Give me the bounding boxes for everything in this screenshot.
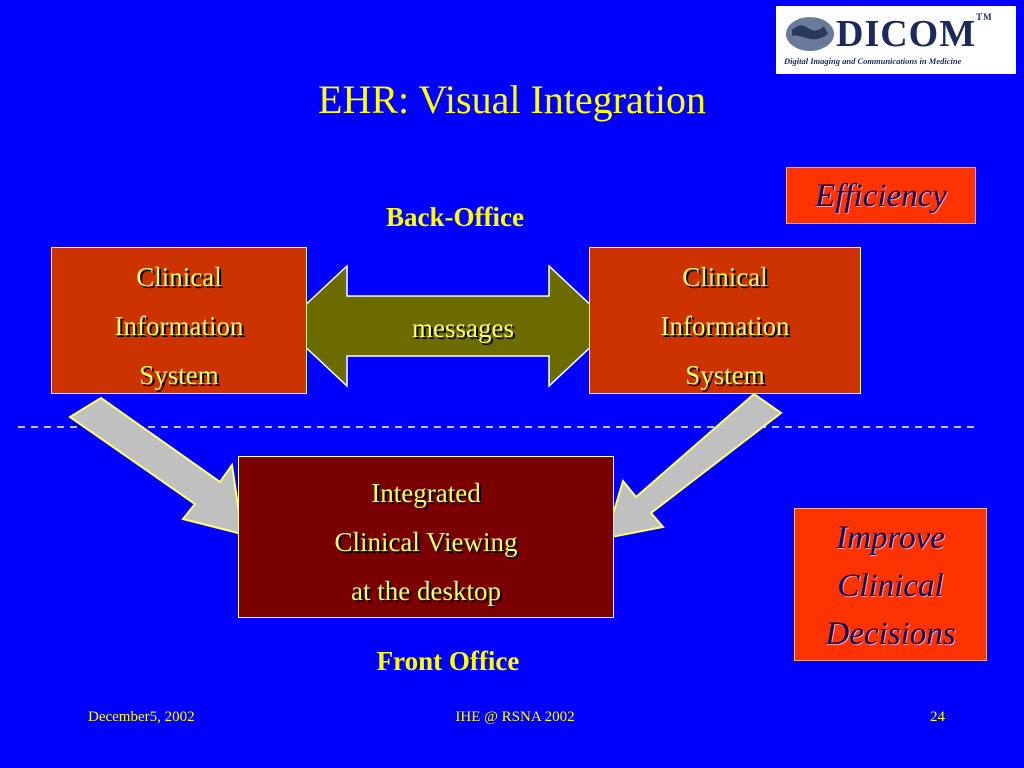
improve-decisions-badge: Improve Clinical Decisions	[794, 508, 987, 661]
left-system-line-3: System	[139, 360, 219, 390]
viewer-line-3: at the desktop	[351, 576, 501, 606]
left-clinical-information-system: Clinical Information System	[51, 247, 307, 394]
integrated-clinical-viewing-box: Integrated Clinical Viewing at the deskt…	[238, 456, 614, 618]
right-clinical-information-system: Clinical Information System	[589, 247, 861, 394]
front-office-label: Front Office	[376, 646, 520, 676]
dicom-logo: DICOMTM Digital Imaging and Communicatio…	[776, 6, 1016, 74]
back-office-label: Back-Office	[386, 202, 524, 232]
slide-title: EHR: Visual Integration	[318, 77, 706, 122]
footer-page-number: 24	[930, 709, 945, 725]
right-system-line-2: Information	[660, 311, 790, 341]
footer-date: December5, 2002	[88, 709, 195, 725]
right-system-line-1: Clinical	[682, 262, 768, 292]
improve-line-2: Clinical	[837, 568, 944, 604]
left-system-line-1: Clinical	[136, 262, 222, 292]
logo-subtitle: Digital Imaging and Communications in Me…	[784, 56, 962, 66]
improve-line-3: Decisions	[825, 616, 956, 652]
globe-icon	[786, 17, 834, 51]
logo-word: DICOMTM	[836, 12, 993, 55]
left-system-line-2: Information	[114, 311, 244, 341]
improve-line-1: Improve	[836, 520, 945, 556]
left-down-arrow	[68, 396, 244, 536]
right-down-arrow	[604, 392, 783, 540]
footer-center: IHE @ RSNA 2002	[455, 709, 575, 725]
viewer-line-2: Clinical Viewing	[334, 527, 518, 557]
efficiency-badge: Efficiency	[786, 167, 976, 224]
right-system-line-3: System	[685, 360, 765, 390]
messages-label: messages	[412, 313, 514, 343]
viewer-line-1: Integrated	[371, 478, 481, 508]
